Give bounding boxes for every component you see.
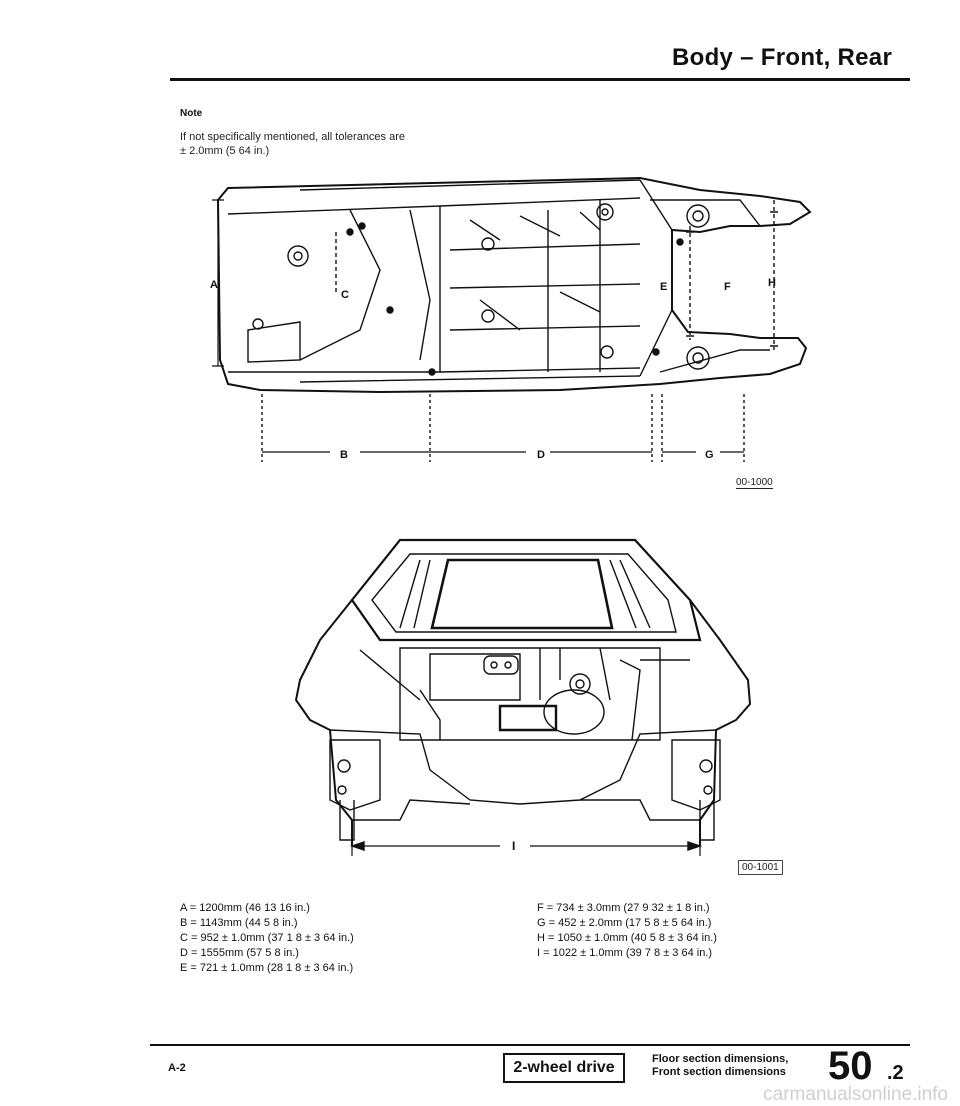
dimension-e: E = 721 ± 1.0mm (28 1 8 ± 3 64 in.) bbox=[180, 962, 354, 974]
section-subnumber: .2 bbox=[887, 1062, 904, 1084]
page-title: Body – Front, Rear bbox=[672, 44, 893, 71]
section-title-line2: Front section dimensions bbox=[652, 1066, 786, 1078]
label-f: F bbox=[724, 281, 731, 293]
section-title: Floor section dimensions, Front section … bbox=[652, 1053, 788, 1079]
watermark: carmanualsonline.info bbox=[763, 1084, 948, 1105]
dimension-h: H = 1050 ± 1.0mm (40 5 8 ± 3 64 in.) bbox=[537, 932, 717, 944]
label-a: A bbox=[210, 279, 218, 291]
label-h: H bbox=[768, 277, 776, 289]
dimension-c: C = 952 ± 1.0mm (37 1 8 ± 3 64 in.) bbox=[180, 932, 354, 944]
floor-pan-labels: A B C D E F G H bbox=[210, 277, 776, 461]
label-i: I bbox=[512, 839, 515, 853]
page-reference: A-2 bbox=[168, 1062, 186, 1074]
dimension-i: I = 1022 ± 1.0mm (39 7 8 ± 3 64 in.) bbox=[537, 947, 713, 959]
front-section-labels: I bbox=[512, 839, 515, 853]
dimensions-right: F = 734 ± 3.0mm (27 9 32 ± 1 8 in.) G = … bbox=[537, 901, 717, 961]
figure2-code: 00-1001 bbox=[738, 860, 783, 875]
dimension-d: D = 1555mm (57 5 8 in.) bbox=[180, 947, 299, 959]
floor-pan-drawing bbox=[212, 176, 812, 462]
label-c: C bbox=[341, 289, 349, 301]
dimension-f: F = 734 ± 3.0mm (27 9 32 ± 1 8 in.) bbox=[537, 902, 710, 914]
figure1-code: 00-1000 bbox=[736, 477, 773, 489]
dimension-g: G = 452 ± 2.0mm (17 5 8 ± 5 64 in.) bbox=[537, 917, 712, 929]
section-number: 50 bbox=[828, 1044, 873, 1088]
front-section-drawing bbox=[294, 538, 752, 856]
drive-type-box: 2-wheel drive bbox=[503, 1053, 625, 1083]
note-label: Note bbox=[180, 108, 203, 119]
label-e: E bbox=[660, 281, 667, 293]
footer-rule bbox=[150, 1044, 910, 1046]
label-d: D bbox=[537, 449, 545, 461]
dimension-a: A = 1200mm (46 13 16 in.) bbox=[180, 902, 310, 914]
label-b: B bbox=[340, 449, 348, 461]
section-title-line1: Floor section dimensions, bbox=[652, 1053, 789, 1065]
note-tolerance: ± 2.0mm (5 64 in.) bbox=[180, 145, 270, 157]
dimension-b: B = 1143mm (44 5 8 in.) bbox=[180, 917, 298, 929]
dimensions-left: A = 1200mm (46 13 16 in.) B = 1143mm (44… bbox=[180, 901, 354, 976]
header-rule bbox=[170, 78, 910, 81]
label-g: G bbox=[705, 449, 714, 461]
note-text: If not specifically mentioned, all toler… bbox=[180, 131, 406, 143]
